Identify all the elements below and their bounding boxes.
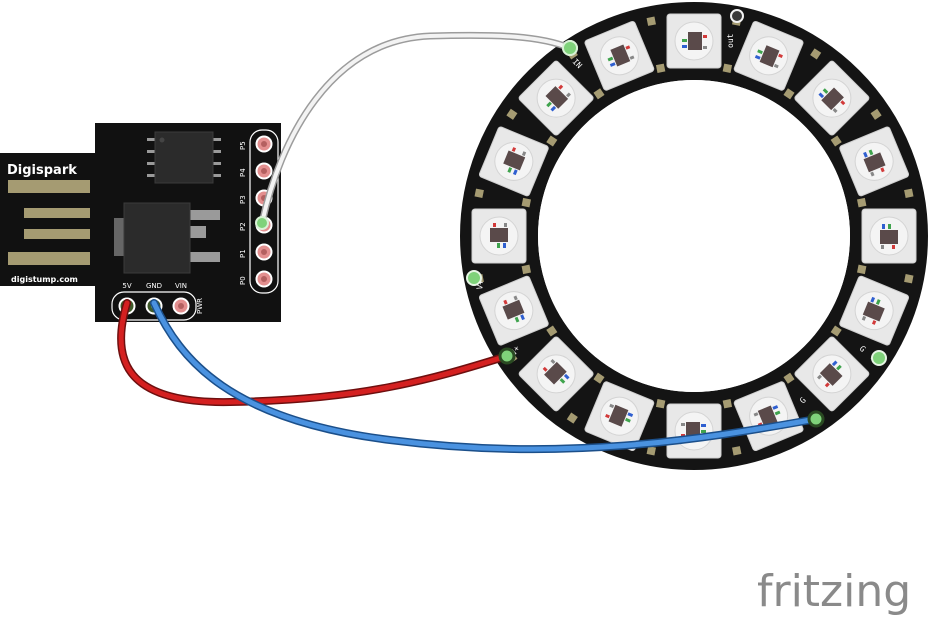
header-pin-label: GND	[146, 282, 162, 290]
header-pin-label: VIN	[175, 282, 187, 290]
header-pin-label: P1	[239, 249, 247, 258]
neopixel-led	[478, 275, 549, 346]
neopixel-led	[666, 403, 722, 459]
header-pin-label: P3	[239, 195, 247, 204]
ring-pad-gnd-bottom	[807, 410, 825, 428]
pin-end-p2	[255, 216, 269, 230]
ring-label-out: out	[726, 33, 735, 48]
wire-data-p2-to-in	[258, 31, 574, 227]
voltage-regulator	[114, 202, 220, 274]
pwr-label: PWR	[196, 298, 204, 314]
header-pin-label: P2	[239, 222, 247, 231]
neopixel-led	[794, 336, 870, 412]
neopixel-led	[471, 208, 527, 264]
ring-label-gnd-bottom: G	[798, 396, 808, 406]
wire-power-5v-to-vplus	[117, 299, 511, 407]
neopixel-led	[733, 20, 804, 91]
ring-pad-gnd-right	[871, 350, 887, 366]
fritzing-watermark: fritzing	[757, 566, 911, 617]
header-pin-label: P4	[239, 168, 247, 177]
neopixel-led	[861, 208, 917, 264]
neopixel-led	[584, 381, 655, 452]
neopixel-led	[839, 126, 910, 197]
neopixel-led	[518, 336, 594, 412]
ring-pad-out	[730, 9, 744, 23]
microcontroller-chip	[147, 131, 221, 184]
neopixel-led	[584, 20, 655, 91]
wire-ground-gnd-to-g	[150, 299, 820, 454]
board-url: digistump.com	[11, 275, 78, 284]
ring-pad-data-in	[562, 40, 578, 56]
neopixel-led	[794, 60, 870, 136]
neopixel-led	[518, 60, 594, 136]
ring-pad-vplus-left	[466, 270, 482, 286]
neopixel-led	[666, 13, 722, 69]
header-pin-label: P0	[239, 276, 247, 285]
wires	[117, 31, 820, 454]
ring-pad-vplus-bottom	[498, 347, 516, 365]
neopixel-ring: IN out V+ V+ G G	[460, 2, 928, 470]
neopixel-led	[478, 126, 549, 197]
neopixel-led	[839, 275, 910, 346]
ring-leds	[471, 13, 917, 459]
ring-label-gnd-right: G	[858, 344, 868, 354]
board-name: Digispark	[7, 163, 77, 178]
digispark-board: Digispark digistump.com	[0, 123, 281, 322]
header-pin-label: 5V	[122, 282, 131, 290]
ring-label-vplus-left: V+	[475, 279, 486, 290]
header-pin-label: P5	[239, 141, 247, 150]
